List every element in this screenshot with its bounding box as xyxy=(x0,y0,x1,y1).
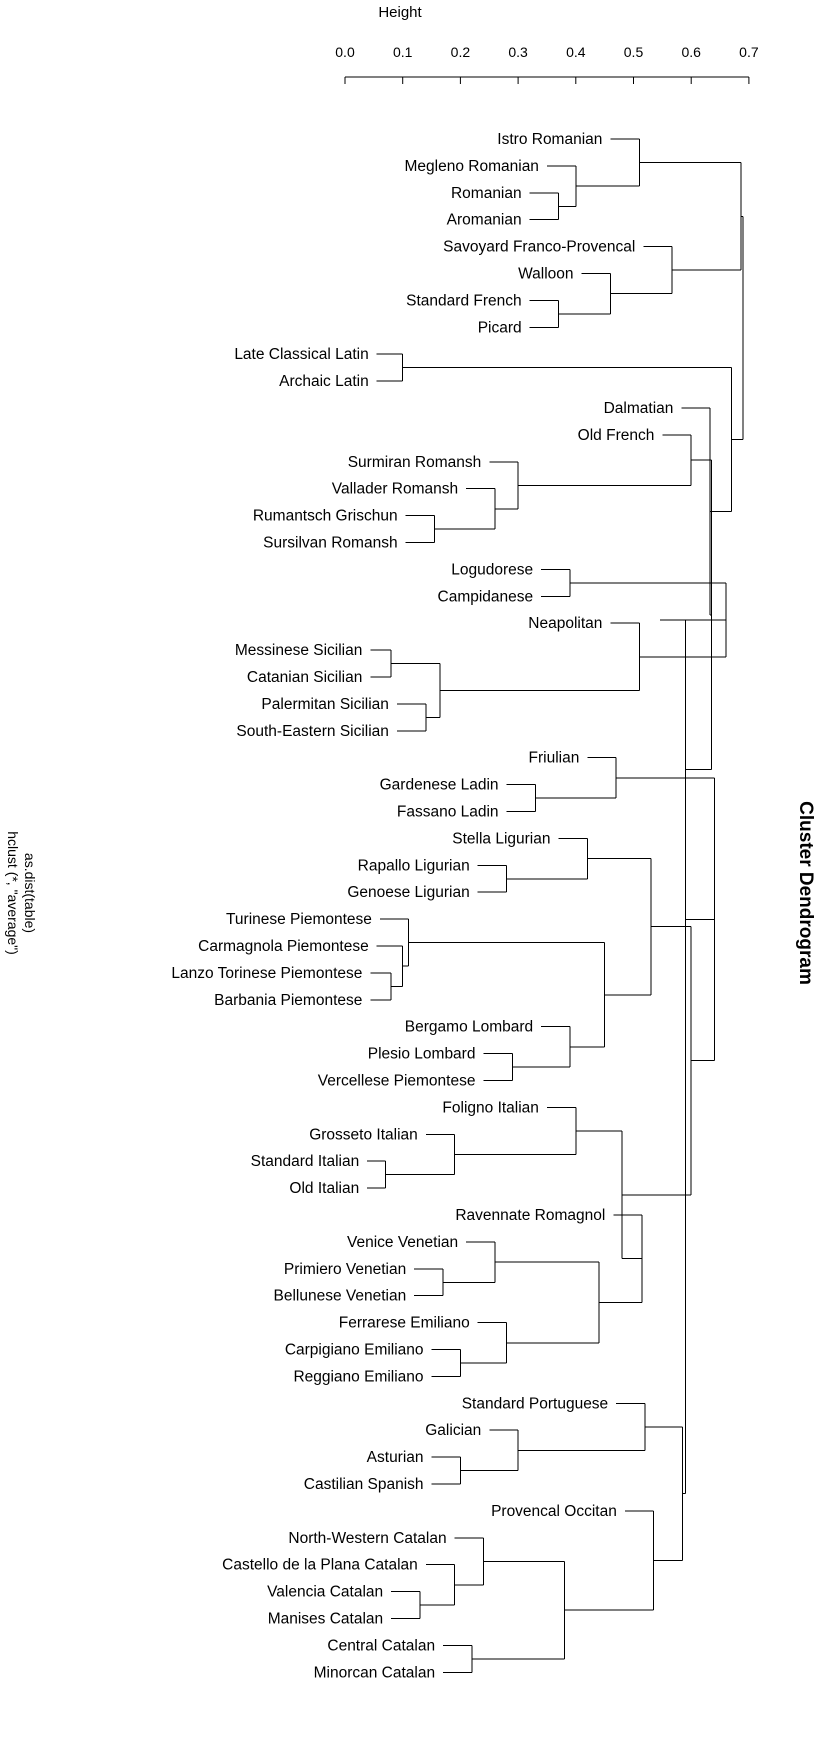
leaf-label: Galician xyxy=(425,1422,481,1439)
leaf-label: Vallader Romansh xyxy=(332,481,458,498)
leaf-label: Castilian Spanish xyxy=(304,1476,424,1493)
leaf-label: Rapallo Ligurian xyxy=(358,857,470,874)
chart-subtitle-2: hclust (*, "average") xyxy=(5,831,21,955)
leaf-label: Megleno Romanian xyxy=(405,158,539,175)
leaf-label: Lanzo Torinese Piemontese xyxy=(171,965,362,982)
leaf-label: Palermitan Sicilian xyxy=(261,696,389,713)
leaf-label: Genoese Ligurian xyxy=(347,884,469,901)
leaf-label: Picard xyxy=(478,319,522,336)
leaf-label: Walloon xyxy=(518,266,573,283)
leaf-label: Rumantsch Grischun xyxy=(253,508,398,525)
leaf-label: Istro Romanian xyxy=(497,131,602,148)
leaf-label: Valencia Catalan xyxy=(267,1584,383,1601)
leaf-label: Bergamo Lombard xyxy=(405,1019,533,1036)
axis-tick-label: 0.4 xyxy=(566,44,586,60)
axis-tick-label: 0.2 xyxy=(451,44,471,60)
leaf-label: Fassano Ladin xyxy=(397,804,499,821)
chart-title: Cluster Dendrogram xyxy=(795,801,816,985)
leaf-label: Asturian xyxy=(367,1449,424,1466)
leaf-label: Carmagnola Piemontese xyxy=(198,938,369,955)
leaf-label: Neapolitan xyxy=(528,615,602,632)
leaf-label: Venice Venetian xyxy=(347,1234,458,1251)
axis-tick-label: 0.7 xyxy=(739,44,759,60)
leaf-label: Archaic Latin xyxy=(279,373,369,390)
leaf-label: Catanian Sicilian xyxy=(247,669,362,686)
leaf-label: Stella Ligurian xyxy=(452,830,550,847)
height-axis: 0.0 0.1 0.2 0.3 0.4 0.5 0.6 0.7 xyxy=(335,44,759,84)
leaf-label: Castello de la Plana Catalan xyxy=(222,1557,418,1574)
leaf-label: Savoyard Franco-Provencal xyxy=(443,239,635,256)
leaf-label: Surmiran Romansh xyxy=(348,454,482,471)
axis-tick-label: 0.6 xyxy=(681,44,701,60)
axis-tick-label: 0.5 xyxy=(624,44,644,60)
dendrogram-branches xyxy=(367,138,744,1673)
leaf-label: Reggiano Emiliano xyxy=(293,1368,423,1385)
chart-subtitle-1: as.dist(table) xyxy=(22,853,38,933)
leaf-label: Aromanian xyxy=(447,212,522,229)
axis-tick-label: 0.3 xyxy=(508,44,528,60)
leaf-label: Barbania Piemontese xyxy=(214,992,362,1009)
leaf-label: Grosseto Italian xyxy=(309,1126,418,1143)
leaf-label: Turinese Piemontese xyxy=(226,911,372,928)
leaf-label: Standard Portuguese xyxy=(462,1395,609,1412)
leaf-label: Ferrarese Emiliano xyxy=(339,1315,470,1332)
leaf-label: Ravennate Romagnol xyxy=(455,1207,605,1224)
leaf-label: Old Italian xyxy=(289,1180,359,1197)
leaf-label: Central Catalan xyxy=(327,1637,435,1654)
leaf-label: Old French xyxy=(578,427,655,444)
leaf-label: Provencal Occitan xyxy=(491,1503,617,1520)
leaf-label: Romanian xyxy=(451,185,522,202)
leaf-label: Standard French xyxy=(406,292,521,309)
axis-label: Height xyxy=(378,4,422,21)
leaf-label: Primiero Venetian xyxy=(284,1261,406,1278)
leaf-label: Late Classical Latin xyxy=(234,346,368,363)
leaf-label: Vercellese Piemontese xyxy=(318,1073,476,1090)
leaf-label: Friulian xyxy=(529,750,580,767)
leaf-label: Bellunese Venetian xyxy=(274,1288,407,1305)
axis-tick-label: 0.1 xyxy=(393,44,413,60)
leaf-label: Logudorese xyxy=(451,561,533,578)
leaf-label: Messinese Sicilian xyxy=(235,642,363,659)
leaf-label: Standard Italian xyxy=(251,1153,360,1170)
leaf-label: Carpigiano Emiliano xyxy=(285,1342,424,1359)
leaf-label: Manises Catalan xyxy=(268,1611,383,1628)
axis-tick-label: 0.0 xyxy=(335,44,355,60)
leaf-label: Sursilvan Romansh xyxy=(263,535,397,552)
leaf-label: North-Western Catalan xyxy=(288,1530,446,1547)
leaf-label: South-Eastern Sicilian xyxy=(236,723,389,740)
leaf-label: Dalmatian xyxy=(604,400,674,417)
leaf-label: Foligno Italian xyxy=(442,1099,539,1116)
leaf-label: Plesio Lombard xyxy=(368,1046,476,1063)
leaf-label: Campidanese xyxy=(438,588,534,605)
leaf-label: Gardenese Ladin xyxy=(380,777,499,794)
leaf-label: Minorcan Catalan xyxy=(314,1664,435,1681)
